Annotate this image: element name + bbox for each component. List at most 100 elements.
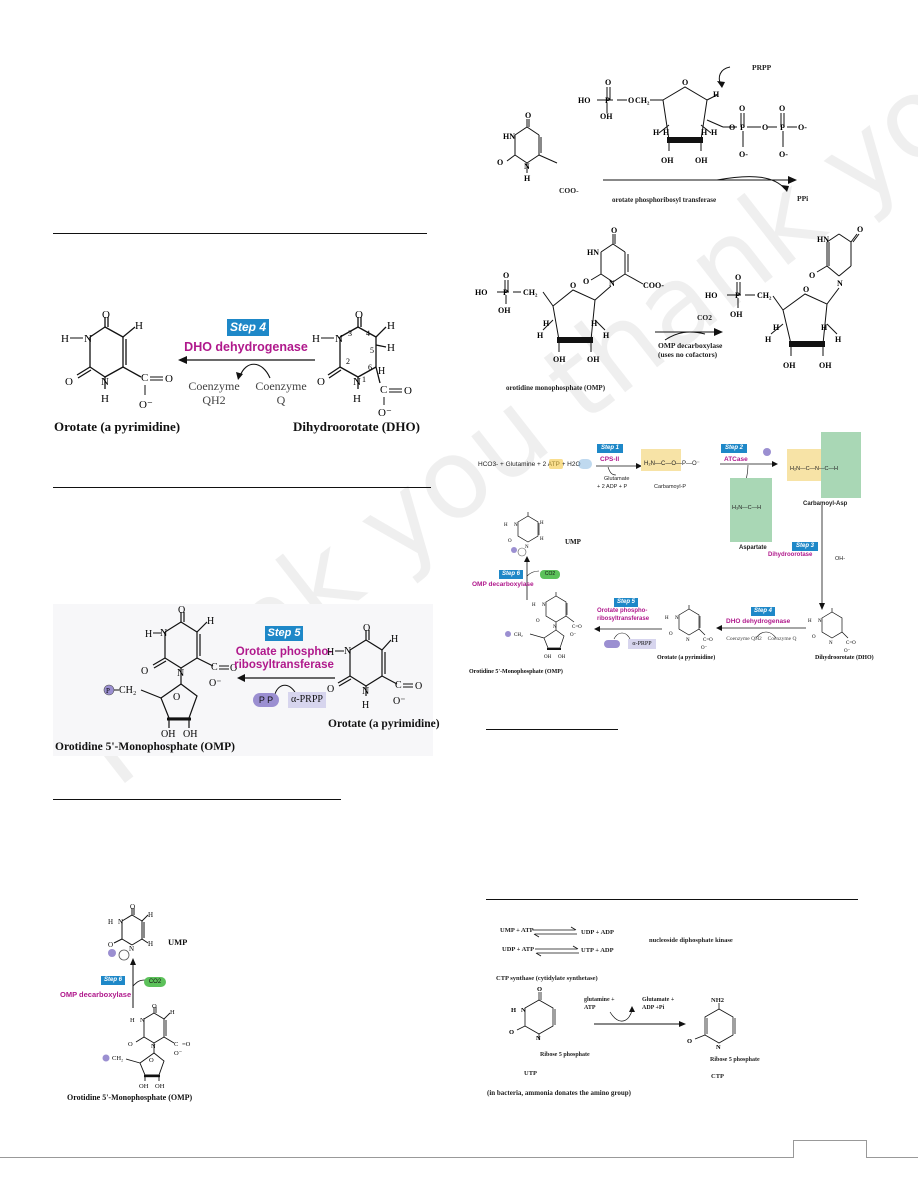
- kinase-r1-left: UMP + ATP: [500, 927, 534, 934]
- carbamoyl-p-struct: H₂N—C—O—P—O⁻: [644, 461, 700, 467]
- svg-text:O-: O-: [739, 150, 748, 159]
- aspartate-box: [730, 478, 772, 542]
- svg-text:H: H: [327, 647, 334, 658]
- divider: [486, 729, 618, 730]
- cofactor-right-line2: Q: [276, 393, 286, 407]
- pathway-step1: Step 1: [597, 444, 623, 453]
- svg-text:H: H: [362, 700, 369, 711]
- svg-text:H: H: [701, 128, 708, 137]
- svg-text:O⁻: O⁻: [139, 399, 153, 411]
- pathway-atcase: ATCase: [724, 456, 748, 463]
- svg-text:H: H: [540, 521, 544, 526]
- kinase-r2-arrow: [535, 945, 579, 957]
- svg-text:P: P: [740, 123, 745, 132]
- prpp-box: α-PRPP: [288, 692, 326, 708]
- svg-text:O: O: [809, 271, 815, 280]
- carbamoyl-p-box: [641, 449, 681, 471]
- svg-text:O: O: [812, 635, 816, 640]
- svg-text:P: P: [780, 123, 785, 132]
- svg-text:O: O: [583, 277, 589, 286]
- ppi-label: PPi: [797, 194, 809, 203]
- svg-text:N: N: [335, 333, 343, 345]
- svg-text:O: O: [141, 666, 148, 677]
- svg-text:H: H: [207, 616, 214, 627]
- svg-text:O: O: [404, 385, 412, 397]
- kinase-r1-right: UDP + ADP: [581, 929, 614, 936]
- svg-text:H: H: [665, 616, 669, 621]
- svg-text:O: O: [509, 1029, 514, 1036]
- svg-text:H: H: [148, 940, 153, 948]
- svg-text:O: O: [570, 281, 576, 290]
- svg-text:N: N: [716, 1044, 721, 1051]
- coo-label: COO-: [559, 186, 579, 195]
- ctp-glutamine: glutamine + ATP: [584, 996, 615, 1012]
- step4-arrow: [178, 356, 315, 380]
- svg-text:H: H: [713, 90, 720, 99]
- svg-text:O: O: [149, 1057, 154, 1064]
- svg-text:O: O: [628, 96, 634, 105]
- step1-arrow: [596, 463, 642, 476]
- svg-text:OH: OH: [661, 156, 674, 165]
- pathway-dho-dehyd: DHO dehydrogenase: [726, 618, 791, 625]
- svg-text:N: N: [160, 628, 167, 639]
- ump-label: UMP: [168, 937, 188, 947]
- pathway-orotate-label: Orotate (a pyrimidine): [657, 655, 716, 661]
- pathway-adp: + 2 ADP + P: [597, 484, 628, 490]
- svg-text:N: N: [118, 918, 123, 926]
- svg-text:H: H: [591, 319, 598, 328]
- svg-text:O⁻: O⁻: [174, 1050, 183, 1057]
- pathway-oprt-line2: ribosyltransferase: [597, 616, 650, 622]
- omp-decarb-enzyme-line2: (uses no cofactors): [658, 350, 718, 359]
- svg-text:H: H: [524, 174, 531, 183]
- cofactor-left-line1: Coenzyme: [188, 379, 240, 393]
- svg-text:C=O: C=O: [572, 625, 582, 630]
- prpp-reaction: HO O P OH O CH₂ O H H H H H OH OH O O P …: [497, 66, 807, 192]
- svg-text:N: N: [609, 279, 615, 288]
- svg-text:H: H: [170, 1009, 175, 1016]
- svg-text:O: O: [503, 271, 509, 280]
- svg-text:O: O: [355, 309, 363, 321]
- svg-text:HN: HN: [817, 235, 829, 244]
- svg-text:O: O: [165, 373, 173, 385]
- svg-text:O: O: [152, 1003, 157, 1010]
- svg-text:OH: OH: [600, 112, 613, 121]
- step6-arrow: [130, 958, 146, 1008]
- omp-decarb-enzyme: OMP decarboxylase (uses no cofactors): [658, 341, 722, 359]
- step6-substrate-label: Orotidine 5'-Monophosphate (OMP): [67, 1093, 193, 1102]
- step4-product-label: Orotate (a pyrimidine): [54, 419, 181, 434]
- ho-text: HO: [578, 96, 590, 105]
- carbamoyl-asp-green: [821, 432, 861, 498]
- svg-text:O: O: [178, 605, 185, 616]
- svg-text:H: H: [145, 629, 152, 640]
- svg-text:P: P: [605, 96, 610, 105]
- step6-enzyme: OMP decarboxylase: [60, 990, 132, 999]
- svg-text:H: H: [603, 331, 610, 340]
- svg-text:O-: O-: [779, 150, 788, 159]
- svg-text:N: N: [514, 523, 518, 528]
- svg-text:O: O: [735, 273, 741, 282]
- pathway-start: HCO3- + Glutamine + 2 ATP + H2O: [478, 461, 581, 468]
- prpp-label: PRPP: [752, 63, 772, 72]
- svg-text:H: H: [135, 320, 143, 332]
- ctp-glutamate-line1: Glutamate +: [642, 997, 675, 1003]
- svg-text:H: H: [537, 331, 544, 340]
- pathway-step6: Step 6: [499, 570, 523, 579]
- svg-text:N: N: [84, 333, 92, 345]
- pathway-step5: Step 5: [614, 598, 638, 607]
- aspartate-struct: H₃N—C—H: [732, 505, 762, 511]
- svg-text:5: 5: [370, 346, 374, 355]
- ctp-glutamine-line1: glutamine +: [584, 997, 615, 1003]
- pathway-dho-label: Dihydroorotate (DHO): [815, 655, 874, 661]
- svg-text:O⁻: O⁻: [701, 646, 708, 651]
- pathway-step6-arrow: [524, 556, 540, 600]
- svg-text:CH₂: CH₂: [757, 291, 772, 300]
- ctp-structure: O N: [687, 1003, 736, 1051]
- svg-text:O: O: [729, 123, 735, 132]
- pathway-dihydroorotase: Dihydroorotase: [768, 552, 813, 558]
- svg-text:C: C: [395, 680, 402, 691]
